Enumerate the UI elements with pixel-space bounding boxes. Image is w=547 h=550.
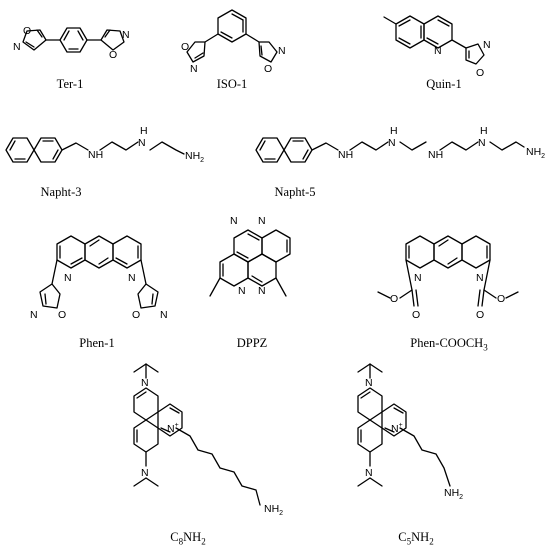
atom-nh2: NH2 (526, 146, 545, 160)
caption-quin-1: Quin-1 (426, 77, 462, 91)
atom-nh: NH (88, 149, 103, 161)
atom-n: N (30, 309, 38, 321)
atom-n: N (278, 45, 286, 57)
atom-n: N (258, 215, 266, 227)
structure-c5nh2: N N+ N NH2 (357, 363, 463, 501)
atom-n: N (160, 309, 168, 321)
caption-phen-cooch3: Phen-COOCH3 (410, 336, 488, 353)
atom-n: N (128, 272, 136, 284)
atom-o: O (181, 41, 189, 53)
atom-o: O (390, 293, 398, 305)
structure-phen-1: N N N O O N (30, 235, 168, 321)
atom-nh: NH (338, 149, 353, 161)
atom-nh2: NH2 (444, 487, 463, 501)
structure-phen-cooch3: N N O O O O (377, 235, 519, 321)
atom-n: N (13, 41, 21, 53)
atom-o: O (497, 293, 505, 305)
caption-phen-1: Phen-1 (79, 336, 115, 350)
atom-o: O (476, 67, 484, 79)
caption-c5nh2: C5NH2 (398, 530, 434, 547)
atom-o: O (23, 25, 31, 37)
atom-n: N (64, 272, 72, 284)
structure-dppz: N N N N (209, 215, 291, 297)
atom-n: N (138, 137, 146, 149)
atom-n: N (414, 272, 422, 284)
structure-quin-1: N N O (383, 15, 491, 79)
atom-h: H (390, 125, 398, 137)
structure-napht-5: NH H N NH H N NH2 (255, 125, 545, 163)
atom-o: O (476, 309, 484, 321)
atom-n: N (190, 63, 198, 75)
atom-nh2: NH2 (264, 503, 283, 517)
atom-o: O (132, 309, 140, 321)
structure-c8nh2: N N+ N NH2 (133, 363, 283, 517)
structure-iso-1: O N O N (181, 9, 286, 75)
atom-nh: NH (428, 149, 443, 161)
atom-n: N (141, 377, 149, 389)
atom-n: N (141, 467, 149, 479)
atom-n: N (434, 45, 442, 57)
atom-n: N (365, 377, 373, 389)
atom-n: N (230, 215, 238, 227)
caption-napht-3: Napht-3 (40, 185, 82, 199)
atom-o: O (412, 309, 420, 321)
atom-n: N (388, 137, 396, 149)
atom-n: N (258, 285, 266, 297)
atom-n-plus: N+ (167, 422, 179, 435)
caption-napht-5: Napht-5 (274, 185, 316, 199)
atom-n-plus: N+ (391, 422, 403, 435)
atom-n: N (483, 39, 491, 51)
atom-n: N (122, 29, 130, 41)
atom-n: N (365, 467, 373, 479)
structure-napht-3: NH H N NH2 (5, 125, 204, 164)
structure-ter-1: O N N O (13, 25, 130, 61)
atom-n: N (476, 272, 484, 284)
caption-iso-1: ISO-1 (216, 77, 248, 91)
caption-dppz: DPPZ (236, 336, 268, 350)
atom-n: N (478, 137, 486, 149)
caption-c8nh2: C8NH2 (170, 530, 206, 547)
atom-o: O (264, 63, 272, 75)
atom-n: N (238, 285, 246, 297)
atom-nh2: NH2 (185, 150, 204, 164)
caption-ter-1: Ter-1 (56, 77, 84, 91)
atom-h: H (480, 125, 488, 137)
atom-o: O (58, 309, 66, 321)
atom-o: O (109, 49, 117, 61)
atom-h: H (140, 125, 148, 137)
